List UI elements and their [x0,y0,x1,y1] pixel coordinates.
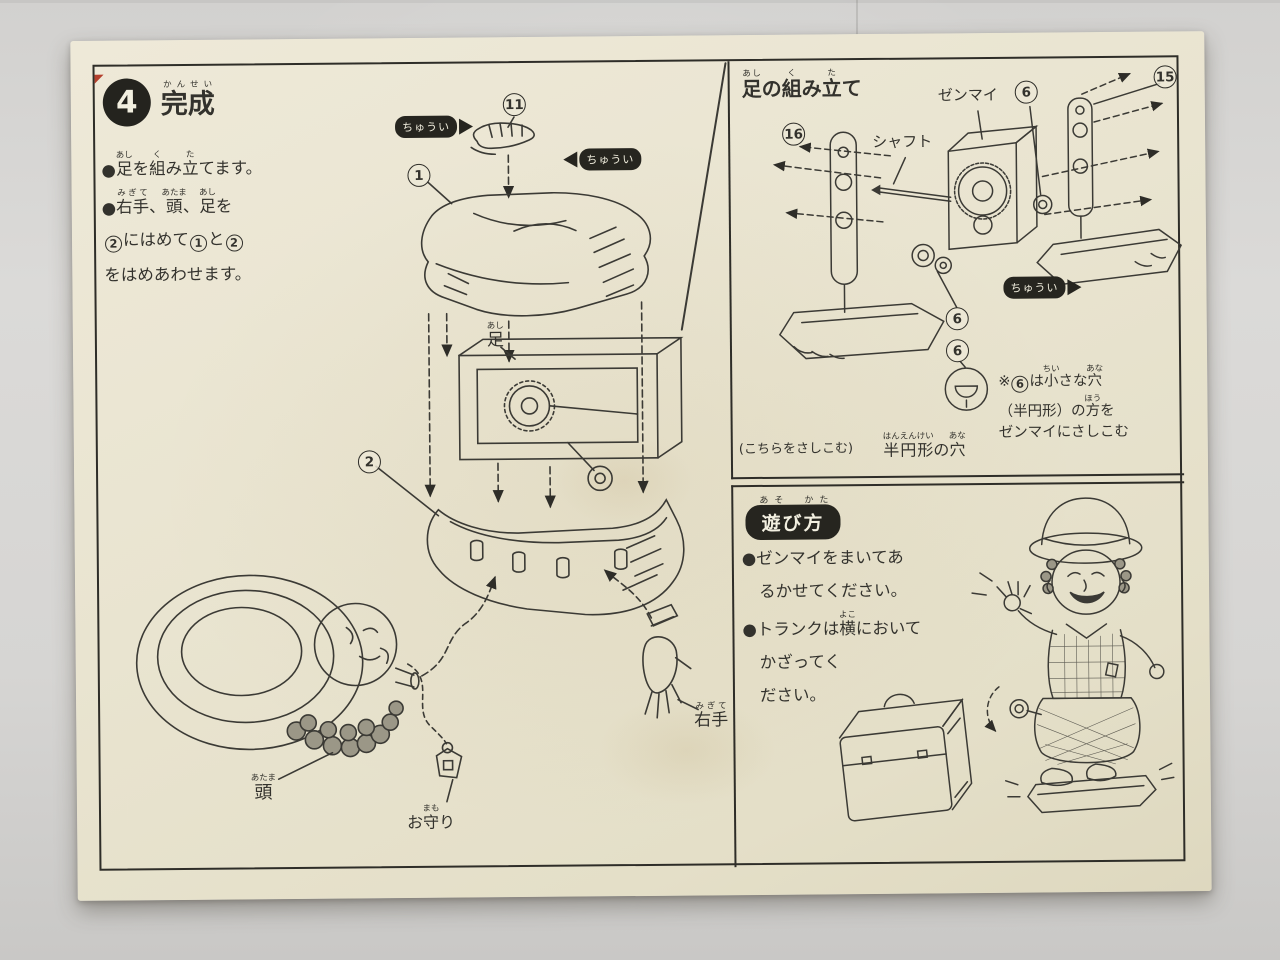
zenmai-label: ゼンマイ [937,85,998,105]
foot-label: 足あし [486,321,504,351]
insert-caption: (こちらをさしこむ) [738,441,854,458]
step-number: 4 [115,84,138,121]
foot-assembly-art [772,72,1183,411]
callout-15: 15 [1153,65,1177,89]
callout-6-top: 6 [1014,80,1038,104]
foot-assembly-title: 足あしの組くみ立たて [741,68,862,102]
right-hand-label: 右手みぎて [694,701,729,731]
instruction-line: をはめあわせます。 [104,263,252,285]
callout-6-mid: 6 [945,307,969,331]
right-hand-part [642,603,692,719]
head-label: 頭あたま [250,773,277,804]
play-title-badge: 遊び方 [745,504,841,541]
play-instructions: ●ゼンマイをまいてあ るかせてください。 ●トランクは横よこにおいて かざってく… [742,543,953,715]
caution-marker-right: ちゅうい [563,147,642,171]
fabric-edge [0,0,1280,3]
page-frame: 4 完かん成せい ●足あしを組くみ立たてます。 ●右手みぎて、頭あたま、足あしを… [92,55,1188,871]
caution-marker-left: ちゅうい [394,115,474,139]
instruction-sheet: 4 完かん成せい ●足あしを組くみ立たてます。 ●右手みぎて、頭あたま、足あしを… [70,31,1212,901]
amulet-label: お守まもり [407,803,456,833]
arrow-right-icon [1067,279,1082,296]
foot-assembly-section: 足あしの組くみ立たて ゼンマイ シャフト 16 6 15 6 6 ちゅうい ※6… [727,57,1185,480]
toy-man-drawing [971,497,1175,814]
callout-11: 11 [502,92,526,117]
caution-marker-foot: ちゅうい [1003,276,1082,299]
callout-1: 1 [407,163,431,188]
arrow-right-icon [458,118,474,135]
amulet-part [406,663,463,779]
note-line-3: ゼンマイにさしこむ [998,423,1130,441]
instruction-line: ●足あしを組くみ立たてます。 [101,149,263,180]
instruction-line: ●右手みぎて、頭あたま、足あしを [101,187,233,218]
torso-shell-part [420,191,652,317]
glove-part [470,122,535,156]
shaft-label: シャフト [872,132,933,151]
callout-16: 16 [782,122,806,146]
play-line: ●ゼンマイをまいてあ [741,547,904,569]
arrow-left-icon [563,151,578,168]
bullet: ● [101,160,116,180]
callout-2: 2 [357,450,382,474]
leg-mechanism-part [458,336,684,492]
how-to-play-section: あそ かた 遊び方 ●ゼンマイをまいてあ るかせてください。 ●トランクは横よこ… [731,481,1188,868]
callout-6-low: 6 [945,339,970,363]
red-registration-mark [94,74,104,84]
bullet: ● [101,198,117,218]
lower-body-part [426,498,685,616]
hole-label: 半円形はんえんけいの穴あな [882,431,966,460]
step-title: 完かん成せい [160,79,215,121]
play-line: ●トランクは横よこにおいて [742,610,922,640]
fabric-seam [856,0,858,40]
head-part [135,574,420,758]
play-line: ださい。 [759,685,827,705]
play-line: かざってく [759,652,841,672]
step-number-badge: 4 [102,78,152,127]
play-line: るかせてください。 [759,580,908,601]
note-line-2: （半円形）の方ほうを [998,393,1115,420]
